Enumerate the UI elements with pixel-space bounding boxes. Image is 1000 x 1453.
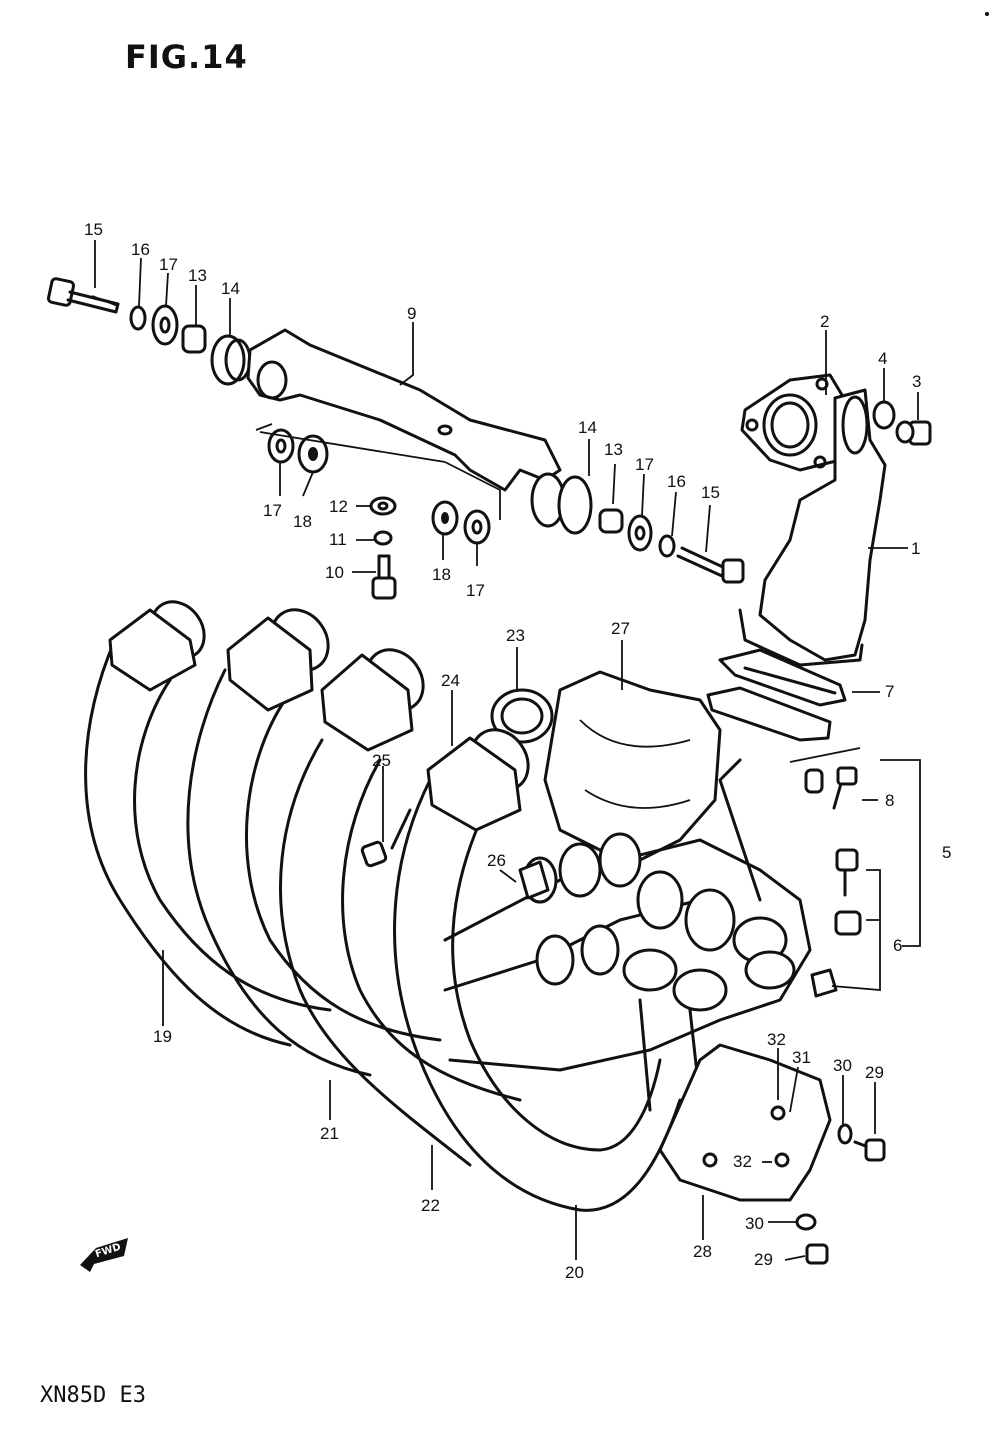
callout-13: 13 <box>188 266 207 285</box>
nut-6 <box>834 910 862 936</box>
callout-8: 8 <box>885 791 895 810</box>
washer-17-left <box>151 304 179 346</box>
callout-7: 7 <box>885 682 895 701</box>
callout-1: 1 <box>911 539 921 558</box>
callout-26: 26 <box>487 851 506 870</box>
callout-29: 29 <box>754 1250 773 1269</box>
rubber-18-under-right <box>431 500 459 536</box>
callout-28: 28 <box>693 1242 712 1261</box>
callout-20: 20 <box>565 1263 584 1282</box>
washer-30-lower <box>795 1213 817 1231</box>
gasket-23 <box>490 688 554 744</box>
callout-25: 25 <box>372 751 391 770</box>
callout-14: 14 <box>578 418 597 437</box>
exhaust-pipe-19 <box>84 600 332 1047</box>
callout-24: 24 <box>441 671 460 690</box>
clamp-26 <box>518 860 550 900</box>
callout-23: 23 <box>506 626 525 645</box>
bolt-29-upper <box>853 1138 886 1162</box>
exhaust-bracket-9 <box>246 328 562 492</box>
exhaust-pipe-20 <box>393 728 682 1212</box>
callout-10: 10 <box>325 563 344 582</box>
exhaust-pipe-connector-1 <box>758 388 887 662</box>
callout-21: 21 <box>320 1124 339 1143</box>
callout-16: 16 <box>667 472 686 491</box>
exhaust-pipe-22 <box>279 648 522 1167</box>
bolt-6 <box>835 848 859 897</box>
bolt-8 <box>832 766 858 810</box>
bolt-29-lower <box>805 1243 829 1265</box>
callout-29: 29 <box>865 1063 884 1082</box>
bushing-14-left <box>210 334 252 386</box>
callout-11: 11 <box>329 530 347 549</box>
callout-15: 15 <box>701 483 720 502</box>
callout-32: 32 <box>733 1152 752 1171</box>
callout-14: 14 <box>221 279 240 298</box>
callout-32: 32 <box>767 1030 786 1049</box>
callout-2: 2 <box>820 312 830 331</box>
callout-15: 15 <box>84 220 103 239</box>
callout-30: 30 <box>833 1056 852 1075</box>
callout-13: 13 <box>604 440 623 459</box>
bolt-3 <box>895 420 932 446</box>
washer-4 <box>872 400 896 430</box>
callout-12: 12 <box>329 497 348 516</box>
washer-17-under-right <box>463 509 491 545</box>
callout-17: 17 <box>263 501 282 520</box>
callout-19: 19 <box>153 1027 172 1046</box>
callout-17: 17 <box>635 455 654 474</box>
callout-17: 17 <box>466 581 485 600</box>
bolt-15-left <box>46 277 120 314</box>
nut-8-left <box>804 768 824 794</box>
callout-9: 9 <box>407 304 417 323</box>
collar-13-right <box>598 508 624 534</box>
callout-18: 18 <box>432 565 451 584</box>
nut-11 <box>373 530 393 546</box>
callout-4: 4 <box>878 349 888 368</box>
corner-dot <box>985 12 989 16</box>
leader-lines <box>94 240 921 1261</box>
flange-plate <box>706 686 832 742</box>
bolt-25 <box>360 808 412 868</box>
callout-5: 5 <box>942 843 952 862</box>
washer-12 <box>369 496 397 516</box>
callout-31: 31 <box>792 1048 811 1067</box>
callout-27: 27 <box>611 619 630 638</box>
callout-22: 22 <box>421 1196 440 1215</box>
callout-30: 30 <box>745 1214 764 1233</box>
washer-17-right <box>627 514 653 552</box>
washer-30-upper <box>837 1123 853 1145</box>
callout-16: 16 <box>131 240 150 259</box>
clip-6 <box>810 968 838 998</box>
washer-16-right <box>658 534 676 558</box>
figure-title: FIG.14 <box>125 38 248 76</box>
exhaust-pipe-21 <box>186 608 442 1077</box>
collar-13-left <box>181 324 207 354</box>
model-code: XN85D E3 <box>40 1383 146 1408</box>
protector-28 <box>658 1043 832 1202</box>
callout-6: 6 <box>893 936 903 955</box>
bushing-14-right <box>530 472 593 535</box>
bolt-10 <box>371 554 397 600</box>
callout-3: 3 <box>912 372 922 391</box>
callout-17: 17 <box>159 255 178 274</box>
bolt-15-right <box>676 546 745 584</box>
washer-17-under-left <box>267 428 295 464</box>
heat-shield-27 <box>543 670 722 862</box>
callout-18: 18 <box>293 512 312 531</box>
washer-16-left <box>129 305 147 331</box>
fwd-arrow-icon: FWD <box>80 1238 128 1272</box>
